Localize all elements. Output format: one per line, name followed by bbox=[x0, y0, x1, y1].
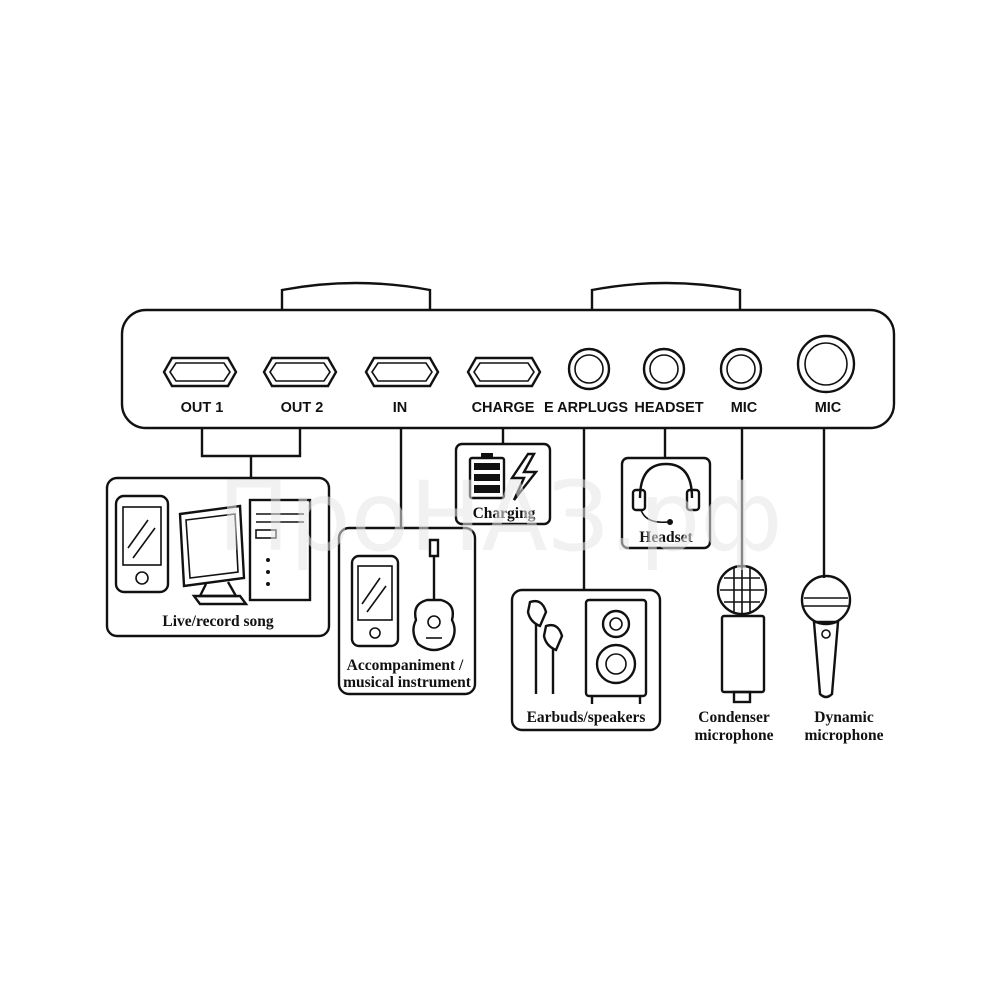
earbuds-icon bbox=[526, 599, 564, 694]
port-out2 bbox=[262, 356, 338, 388]
port-mic-small bbox=[719, 347, 763, 391]
port-earplugs bbox=[567, 347, 611, 391]
caption-live-record: Live/record song bbox=[162, 613, 273, 630]
port-headset bbox=[642, 347, 686, 391]
sound-card-body bbox=[120, 308, 896, 430]
port-label-headset: HEADSET bbox=[634, 400, 703, 416]
live-record-box: Live/record song bbox=[105, 476, 331, 638]
volume-knob-left bbox=[280, 281, 432, 312]
caption-headset: Headset bbox=[639, 529, 693, 546]
caption-charging: Charging bbox=[473, 505, 536, 522]
computer-icon bbox=[178, 498, 312, 606]
caption-condenser-1: Condenser bbox=[698, 709, 770, 726]
port-charge bbox=[466, 356, 542, 388]
caption-dynamic-2: microphone bbox=[805, 727, 884, 744]
lightning-icon bbox=[509, 452, 539, 501]
port-mic-large bbox=[796, 334, 856, 394]
headset-box: Headset bbox=[620, 456, 712, 550]
guitar-icon bbox=[412, 538, 456, 652]
speaker-icon bbox=[584, 598, 648, 704]
port-label-earplugs: E ARPLUGS bbox=[544, 400, 628, 416]
battery-icon bbox=[468, 453, 506, 500]
port-label-out2: OUT 2 bbox=[281, 400, 324, 416]
connection-lines bbox=[200, 428, 826, 590]
port-label-out1: OUT 1 bbox=[181, 400, 224, 416]
charging-box: Charging bbox=[454, 442, 552, 526]
port-label-mic-small: MIC bbox=[731, 400, 758, 416]
earbuds-speakers-box: Earbuds/speakers bbox=[510, 588, 662, 732]
caption-condenser-2: microphone bbox=[695, 727, 774, 744]
phone-icon bbox=[350, 554, 400, 648]
port-label-in: IN bbox=[393, 400, 408, 416]
caption-earbuds-speakers: Earbuds/speakers bbox=[527, 709, 646, 726]
volume-knob-right bbox=[590, 281, 742, 312]
condenser-mic-icon bbox=[716, 564, 768, 704]
watermark: ПроНАЗ.рф bbox=[218, 461, 783, 573]
dynamic-mic-icon bbox=[800, 574, 852, 699]
caption-accompaniment-1: Accompaniment / bbox=[347, 657, 464, 674]
phone-icon bbox=[114, 494, 170, 594]
caption-accompaniment-2: musical instrument bbox=[343, 674, 472, 691]
port-label-charge: CHARGE bbox=[472, 400, 535, 416]
headset-icon bbox=[631, 462, 701, 525]
port-out1 bbox=[162, 356, 238, 388]
port-in bbox=[364, 356, 440, 388]
port-label-mic-large: MIC bbox=[815, 400, 842, 416]
accompaniment-box: Accompaniment / musical instrument bbox=[337, 526, 477, 696]
caption-dynamic-1: Dynamic bbox=[814, 709, 874, 726]
